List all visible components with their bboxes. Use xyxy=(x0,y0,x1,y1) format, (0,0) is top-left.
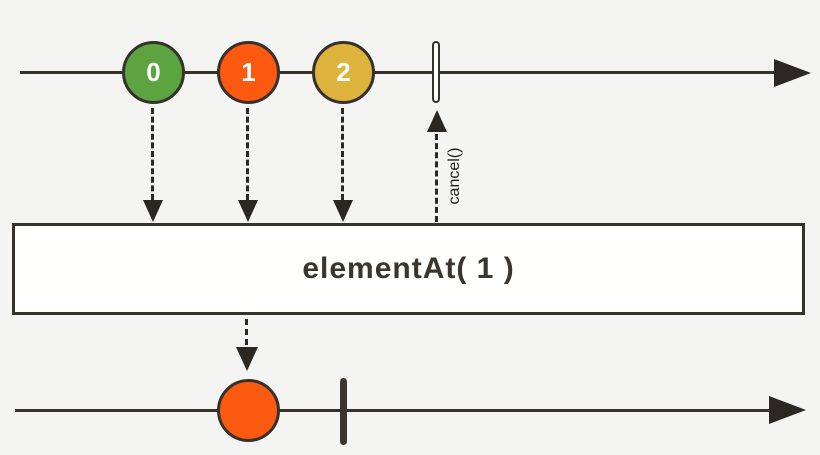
result-arrow-arrowhead-icon xyxy=(236,347,258,371)
emit-arrow-0-line xyxy=(151,108,154,200)
cancel-label: cancel() xyxy=(446,147,463,205)
input-marble-1: 1 xyxy=(217,41,280,104)
complete-marker xyxy=(340,378,347,445)
emit-arrow-1-line xyxy=(246,108,249,200)
result-arrow-line xyxy=(245,319,248,345)
operator-label: elementAt( 1 ) xyxy=(302,252,515,285)
input-timeline-line xyxy=(20,71,778,74)
emit-arrow-2-arrowhead-icon xyxy=(333,200,353,222)
operator-box: elementAt( 1 ) xyxy=(12,223,805,315)
output-timeline-arrowhead-icon xyxy=(769,396,806,424)
cancel-arrow-line xyxy=(435,134,438,222)
input-marble-2: 2 xyxy=(312,41,375,104)
output-marble xyxy=(217,379,280,442)
input-marble-1-label: 1 xyxy=(241,57,256,87)
input-timeline-arrowhead-icon xyxy=(774,59,811,87)
emit-arrow-2-line xyxy=(341,108,344,200)
input-marble-0: 0 xyxy=(122,41,185,104)
input-marble-2-label: 2 xyxy=(336,57,351,87)
cancel-arrow-arrowhead-icon xyxy=(427,110,447,132)
unsubscribe-marker xyxy=(432,41,440,103)
emit-arrow-0-arrowhead-icon xyxy=(143,200,163,222)
input-marble-0-label: 0 xyxy=(146,57,161,87)
emit-arrow-1-arrowhead-icon xyxy=(238,200,258,222)
output-timeline-line xyxy=(15,409,772,412)
